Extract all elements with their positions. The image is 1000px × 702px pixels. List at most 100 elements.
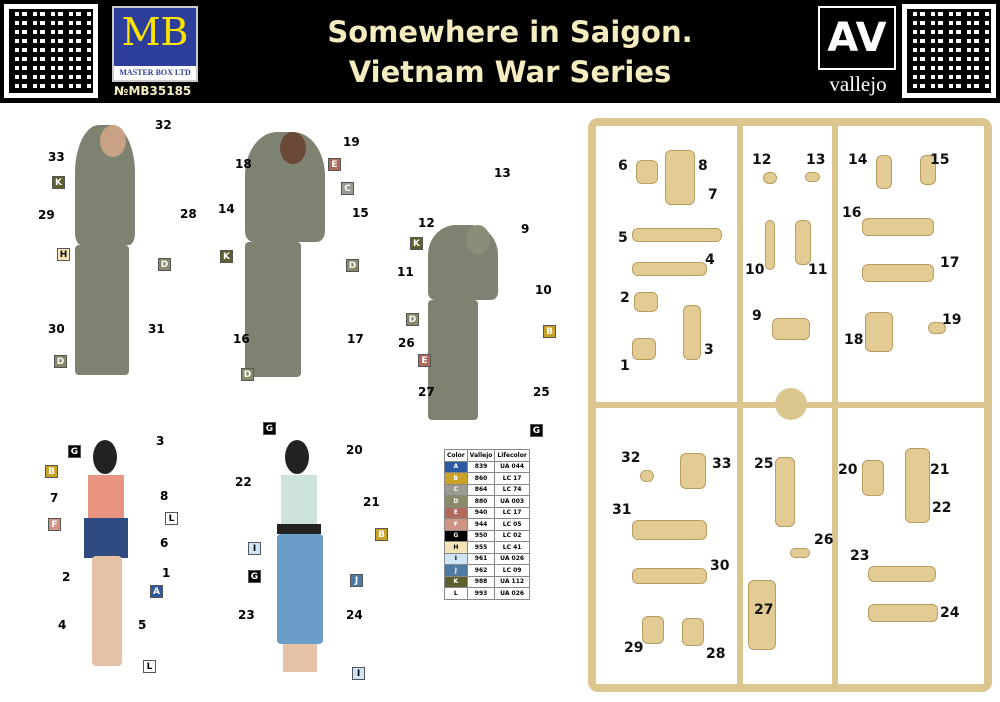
cell-code: J	[444, 564, 468, 577]
cell-code: I	[444, 552, 468, 565]
part-callout-22: 22	[235, 475, 252, 489]
paint-callout-J: J	[350, 574, 363, 587]
sprue-part	[634, 292, 658, 312]
sprue-part	[775, 457, 795, 527]
cell-vallejo: 950	[466, 529, 496, 542]
cell-lifecolor: UA 026	[494, 587, 530, 600]
cell-code: D	[444, 495, 468, 508]
cell-lifecolor: UA 112	[494, 575, 530, 588]
figure-3	[428, 225, 523, 450]
part-callout-31: 31	[148, 322, 165, 336]
sprue-part	[805, 172, 820, 182]
paint-callout-E: E	[328, 158, 341, 171]
paint-callout-B: B	[543, 325, 556, 338]
cell-lifecolor: LC 09	[494, 564, 530, 577]
cell-code: G	[444, 529, 468, 542]
sprue-part-number: 25	[754, 456, 774, 472]
sprue-part-number: 11	[808, 262, 828, 278]
cell-lifecolor: LC 17	[494, 506, 530, 519]
sprue-part	[862, 264, 934, 282]
paint-callout-E: E	[418, 354, 431, 367]
sprue-part-number: 6	[618, 158, 628, 174]
cell-vallejo: 839	[466, 460, 496, 473]
part-callout-33: 33	[48, 150, 65, 164]
part-callout-21: 21	[363, 495, 380, 509]
sprue-part-number: 1	[620, 358, 630, 374]
part-callout-7: 7	[50, 491, 59, 505]
sprue-part-number: 2	[620, 290, 630, 306]
cell-code: H	[444, 541, 468, 554]
sprue-part-number: 18	[844, 332, 864, 348]
paint-callout-B: B	[45, 465, 58, 478]
cell-lifecolor: LC 05	[494, 518, 530, 531]
sprue-part	[928, 322, 946, 334]
sprue-part	[680, 453, 706, 489]
part-callout-3: 3	[156, 434, 165, 448]
qr-code-right	[902, 4, 996, 98]
sprue-part-number: 27	[754, 602, 774, 618]
part-callout-1: 1	[162, 566, 171, 580]
sprue-part-number: 7	[708, 187, 718, 203]
sprue-part-number: 15	[930, 152, 950, 168]
part-callout-8: 8	[160, 489, 169, 503]
sprue-part-number: 26	[814, 532, 834, 548]
paint-callout-G: G	[263, 422, 276, 435]
part-callout-29: 29	[38, 208, 55, 222]
table-header: Color	[444, 449, 468, 462]
paint-callout-A: A	[150, 585, 163, 598]
part-callout-18: 18	[235, 157, 252, 171]
paint-callout-I: I	[248, 542, 261, 555]
part-callout-17: 17	[347, 332, 364, 346]
sprue-part	[636, 160, 658, 184]
cell-vallejo: 880	[466, 495, 496, 508]
part-callout-14: 14	[218, 202, 235, 216]
vallejo-brand: vallejo	[829, 72, 887, 96]
paint-callout-D: D	[346, 259, 359, 272]
part-callout-4: 4	[58, 618, 67, 632]
part-callout-15: 15	[352, 206, 369, 220]
paint-callout-C: C	[341, 182, 354, 195]
sprue-part-number: 20	[838, 462, 858, 478]
part-callout-30: 30	[48, 322, 65, 336]
sprue-part	[772, 318, 810, 340]
cell-code: C	[444, 483, 468, 496]
cell-code: K	[444, 575, 468, 588]
sprue-part	[862, 460, 884, 496]
paint-callout-L: L	[143, 660, 156, 673]
vallejo-logo: AV	[818, 6, 896, 70]
sprue-part-number: 5	[618, 230, 628, 246]
sprue-part-number: 4	[705, 252, 715, 268]
cell-lifecolor: LC 41	[494, 541, 530, 554]
sprue-part	[876, 155, 892, 189]
sprue-part	[632, 338, 656, 360]
sprue-part	[642, 616, 664, 644]
sprue-part-number: 22	[932, 500, 952, 516]
sprue-part-number: 21	[930, 462, 950, 478]
cell-lifecolor: LC 74	[494, 483, 530, 496]
cell-lifecolor: UA 044	[494, 460, 530, 473]
part-callout-6: 6	[160, 536, 169, 550]
figure-5	[255, 440, 345, 675]
cell-vallejo: 961	[466, 552, 496, 565]
cell-vallejo: 955	[466, 541, 496, 554]
part-callout-27: 27	[418, 385, 435, 399]
sprue-part-number: 13	[806, 152, 826, 168]
part-callout-23: 23	[238, 608, 255, 622]
sprue-part-number: 14	[848, 152, 868, 168]
sprue-part-number: 31	[612, 502, 632, 518]
sprue-part	[868, 566, 936, 582]
cell-lifecolor: LC 17	[494, 472, 530, 485]
part-callout-24: 24	[346, 608, 363, 622]
kit-number: №MB35185	[114, 84, 192, 98]
paint-callout-D: D	[241, 368, 254, 381]
sprue-part	[763, 172, 777, 184]
